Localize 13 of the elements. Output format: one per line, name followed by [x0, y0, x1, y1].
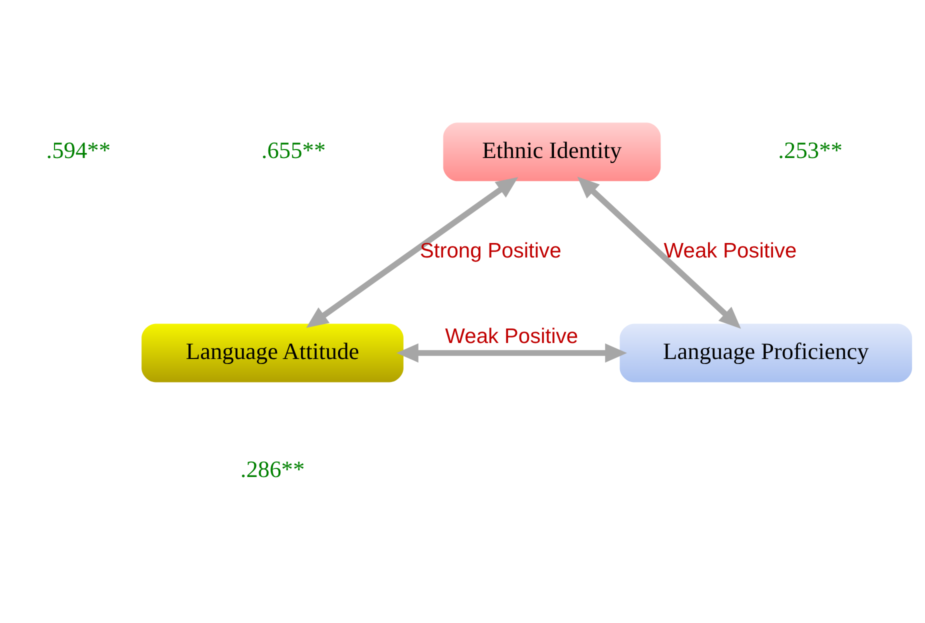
arrow — [396, 343, 628, 363]
arrow — [306, 177, 518, 328]
node-box: Language Proficiency — [620, 324, 912, 382]
edge-label: Weak Positive — [445, 324, 578, 348]
label: .253** — [778, 138, 842, 164]
edge-label: Strong Positive — [420, 240, 562, 263]
node-box: Ethnic Identity — [443, 122, 661, 182]
label: .594** — [46, 138, 111, 164]
edge-label: Weak Positive — [664, 240, 797, 263]
label: .286** — [240, 456, 305, 483]
node-box: Language Attitude — [142, 324, 404, 382]
arrow — [577, 176, 741, 329]
label: .655** — [261, 138, 326, 164]
